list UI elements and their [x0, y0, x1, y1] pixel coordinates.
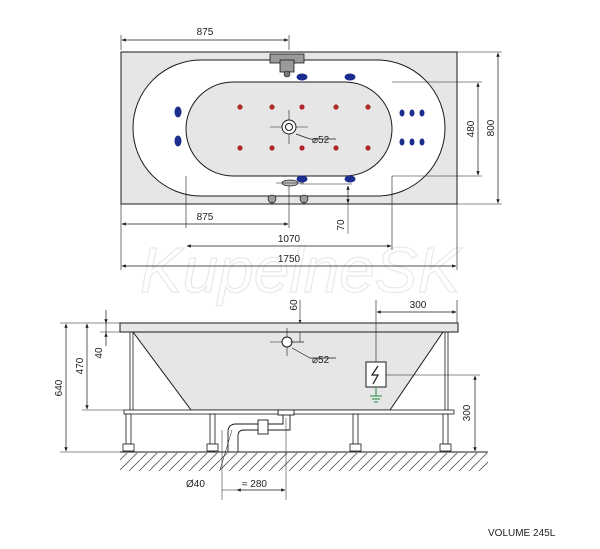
dim-label-rim-thickness: 40 [94, 347, 105, 359]
floor-hatch [120, 453, 488, 471]
faucet-icon [269, 53, 305, 78]
watermark: KupelneSK [140, 234, 464, 306]
dim-label-total-height: 640 [54, 379, 65, 396]
foot-pad [267, 194, 277, 204]
overflow-diameter-label: ⌀52 [312, 355, 330, 366]
adjustable-legs [122, 413, 452, 452]
dim-label-inner-length: 1070 [278, 234, 301, 245]
side-view: ≈ 280 Ø40 ⌀52 60 300 [54, 299, 488, 500]
dim-label-electrical-offset: 300 [410, 300, 427, 311]
dim-label-total-length: 1750 [278, 254, 301, 265]
waste-siphon-icon [227, 409, 295, 452]
dim-label-left-to-center: 875 [197, 27, 214, 38]
air-jets [237, 104, 371, 151]
drain-diameter-label: ⌀52 [312, 135, 330, 146]
dim-label-bottom-to-center: 875 [197, 212, 214, 223]
overflow-drain-icon [276, 179, 304, 187]
top-view: ⌀52 875 875 1070 1750 70 480 8 [120, 27, 502, 270]
drain-icon [270, 110, 336, 144]
electrical-connection-icon [365, 361, 387, 403]
dim-label-overflow-depth: 60 [289, 299, 300, 311]
dim-label-electrical-height: 300 [462, 404, 473, 421]
hydro-jets [174, 73, 425, 183]
foot-pad [299, 194, 309, 204]
dim-label-waste-offset: ≈ 280 [242, 479, 267, 490]
dim-label-total-width: 800 [486, 119, 497, 136]
dim-label-waste-diameter: Ø40 [186, 479, 205, 490]
volume-label: VOLUME 245L [488, 528, 556, 539]
dim-label-overflow-offset: 70 [336, 219, 347, 231]
dim-label-inner-width: 480 [466, 120, 477, 137]
dim-label-tub-height: 470 [75, 357, 86, 374]
tub-rim [119, 322, 459, 333]
